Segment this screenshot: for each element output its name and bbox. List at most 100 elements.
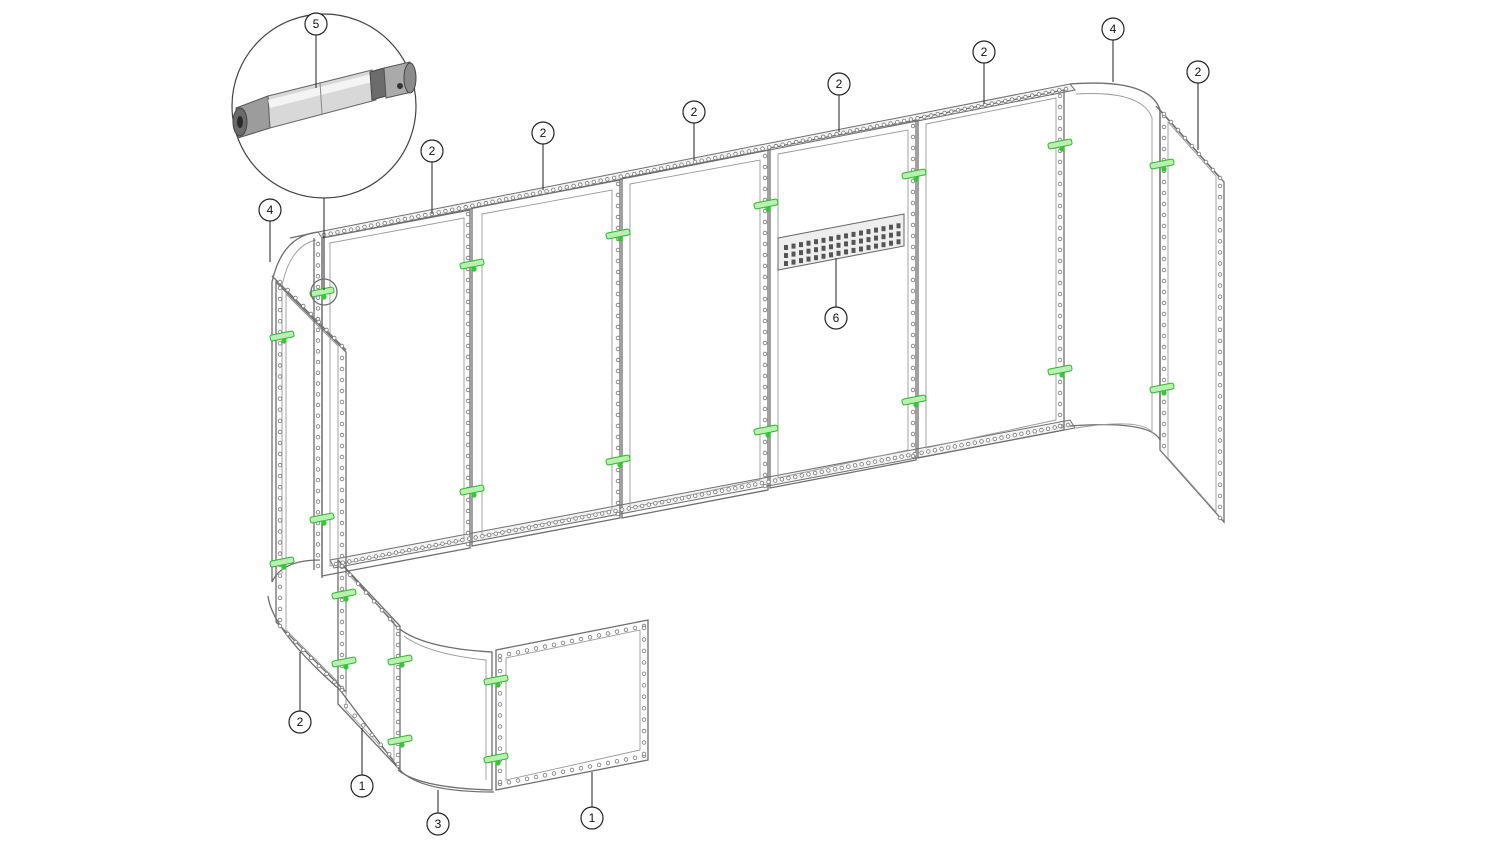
frame-hole [339,509,345,515]
frame-hole [1217,305,1223,310]
frame-hole [413,546,419,551]
frame-hole [524,776,530,781]
frame-hole [1003,98,1008,104]
back-wall-panel-4 [769,119,917,489]
frame-hole [753,482,758,487]
frame-hole [339,432,345,438]
frame-hole [533,774,539,780]
frame-hole [1217,493,1223,499]
callout-label: 5 [313,17,320,31]
frame-connectors [269,138,1175,766]
frame-hole [615,489,621,495]
frame-hole [615,258,621,264]
frame-hole [578,182,583,187]
grid-slot [836,242,841,248]
callout-3: 3 [426,790,450,836]
frame-hole [854,127,860,133]
frame-hole [910,255,916,261]
frame-hole [465,420,471,426]
frame-hole [910,266,916,272]
frame-hole [866,460,871,466]
grid-slot [896,231,901,237]
frame-hole [615,192,621,198]
frame-hole [910,387,916,393]
frame-hole [868,125,873,130]
frame-hole [910,321,916,327]
frame-hole [910,123,916,129]
grid-slot [874,227,878,233]
frame-hole [571,183,576,189]
frame-hole [1161,443,1167,449]
frame-hole [387,551,392,557]
frame-hole [315,531,321,536]
frame-hole [277,352,283,357]
frame-hole [339,553,345,559]
frame-hole [615,214,621,220]
frame-hole [443,208,448,214]
frame-hole [1161,179,1167,185]
frame-hole [342,228,347,234]
grid-slot [784,261,788,266]
frame-hole [910,343,916,349]
frame-hole [416,214,421,219]
frame-hole [315,359,321,365]
frame-hole [646,502,651,507]
frame-hole [277,451,283,457]
frame-hole [497,768,503,774]
frame-hole [910,222,916,228]
back-wall-panel-2 [471,179,621,547]
frame-hole [1161,234,1167,240]
frame-hole [1057,236,1063,242]
frame-hole [308,311,314,317]
frame-hole [339,421,345,427]
frame-hole [812,470,818,476]
connector-dot [1059,146,1065,152]
frame-hole [277,529,283,534]
frame-hole [910,354,916,360]
frame-hole [497,713,503,718]
frame-hole [369,732,375,738]
frame-hole [465,233,471,239]
frame-hole [1217,460,1223,465]
frame-hole [537,190,543,195]
frame-hole [564,184,569,190]
frame-hole [277,507,283,512]
frame-hole [360,556,365,562]
connector-dot [321,294,327,300]
frame-hole [1217,283,1223,288]
grid-slot [866,245,871,251]
frame-hole [832,467,838,472]
frame-hole [339,410,345,416]
frame-hole [740,150,745,155]
callout-2-b: 2 [531,121,555,190]
frame-hole [285,287,290,293]
grid-slot [821,253,826,259]
frame-hole [301,303,306,309]
frame-hole [395,625,401,631]
frame-hole [1161,146,1167,152]
frame-hole [910,376,916,382]
frame-hole [465,222,471,228]
frame-hole [515,650,521,655]
frame-hole [520,526,525,531]
frame-hole [1052,425,1057,430]
frame-hole [653,501,658,506]
frame-hole [814,135,819,141]
frame-hole [673,497,678,502]
callout-labels: 5 4 2 2 2 2 2 [258,12,1210,836]
frame-hole [762,362,768,368]
grid-slot [851,247,856,253]
frame-hole [1045,426,1051,431]
grid-slot [814,255,818,261]
frame-hole [605,760,611,766]
frame-hole [277,551,283,556]
frame-hole [1161,124,1167,130]
frame-hole [315,563,321,569]
frame-hole [395,761,401,767]
frame-hole [526,525,532,530]
frame-hole [1057,115,1063,121]
frame-hole [465,409,471,415]
frame-hole [615,302,621,308]
callout-5: 5 [304,12,328,88]
frame-hole [436,210,441,215]
